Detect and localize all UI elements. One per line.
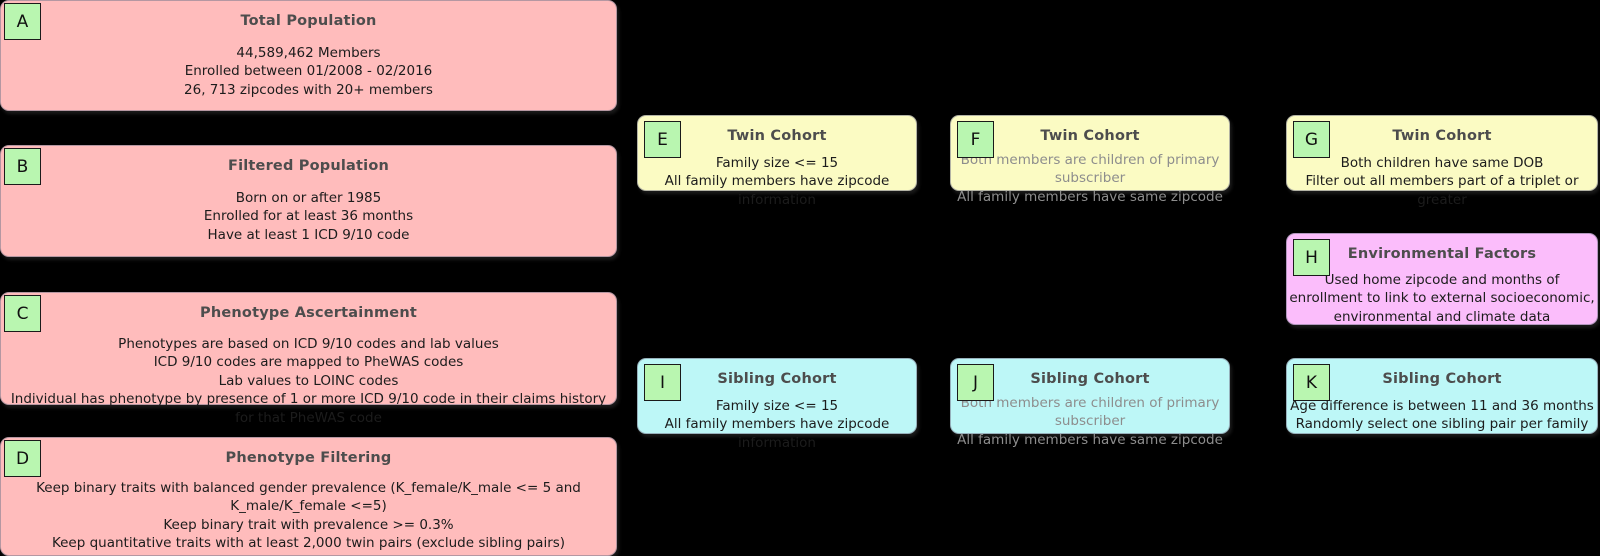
- panel-body-d: Keep binary traits with balanced gender …: [36, 480, 581, 552]
- panel-sibling-cohort-k: K Sibling Cohort Age difference is betwe…: [1286, 358, 1598, 434]
- panel-body-k: Age difference is between 11 and 36 mont…: [1290, 398, 1594, 433]
- panel-sibling-cohort-j: J Sibling Cohort Both members are childr…: [950, 358, 1230, 448]
- panel-title-j: Sibling Cohort: [1030, 371, 1150, 387]
- panel-badge-a: A: [4, 3, 41, 40]
- panel-total-population: A Total Population 44,589,462 Members En…: [0, 0, 617, 111]
- panel-title-g: Twin Cohort: [1392, 128, 1492, 144]
- panel-body-c: Phenotypes are based on ICD 9/10 codes a…: [10, 336, 607, 426]
- panel-badge-d: D: [4, 440, 41, 477]
- panel-phenotype-ascertainment: C Phenotype Ascertainment Phenotypes are…: [0, 292, 617, 426]
- panel-badge-e: E: [644, 121, 681, 158]
- panel-twin-cohort-g: G Twin Cohort Both children have same DO…: [1286, 115, 1598, 208]
- panel-twin-cohort-f: F Twin Cohort Both members are children …: [950, 115, 1230, 205]
- panel-badge-b: B: [4, 148, 41, 185]
- panel-badge-f: F: [957, 121, 994, 158]
- panel-badge-j: J: [957, 364, 994, 401]
- panel-phenotype-filtering: D Phenotype Filtering Keep binary traits…: [0, 437, 617, 556]
- panel-body-b: Born on or after 1985 Enrolled for at le…: [203, 190, 414, 243]
- panel-environmental-factors: H Environmental Factors Used home zipcod…: [1286, 233, 1598, 325]
- panel-title-c: Phenotype Ascertainment: [200, 305, 417, 321]
- panel-body-g: Both children have same DOB Filter out a…: [1305, 155, 1579, 208]
- panel-badge-h: H: [1293, 239, 1330, 276]
- panel-badge-k: K: [1293, 364, 1330, 401]
- panel-body-a: 44,589,462 Members Enrolled between 01/2…: [184, 45, 433, 98]
- panel-filtered-population: B Filtered Population Born on or after 1…: [0, 145, 617, 257]
- panel-title-e: Twin Cohort: [727, 128, 827, 144]
- panel-body-e: Family size <= 15 All family members hav…: [664, 155, 890, 208]
- panel-badge-g: G: [1293, 121, 1330, 158]
- panel-title-f: Twin Cohort: [1040, 128, 1140, 144]
- panel-title-i: Sibling Cohort: [717, 371, 837, 387]
- panel-title-d: Phenotype Filtering: [225, 450, 392, 466]
- panel-body-f: Both members are children of primary sub…: [957, 152, 1223, 205]
- panel-title-a: Total Population: [240, 13, 377, 29]
- panel-badge-i: I: [644, 364, 681, 401]
- panel-badge-c: C: [4, 295, 41, 332]
- panel-title-b: Filtered Population: [227, 158, 390, 174]
- panel-title-h: Environmental Factors: [1347, 246, 1537, 262]
- panel-twin-cohort-e: E Twin Cohort Family size <= 15 All fami…: [637, 115, 917, 208]
- panel-body-i: Family size <= 15 All family members hav…: [664, 398, 890, 451]
- panel-title-k: Sibling Cohort: [1382, 371, 1502, 387]
- panel-sibling-cohort-i: I Sibling Cohort Family size <= 15 All f…: [637, 358, 917, 451]
- panel-body-j: Both members are children of primary sub…: [957, 395, 1223, 448]
- panel-body-h: Used home zipcode and months of enrollme…: [1289, 272, 1595, 325]
